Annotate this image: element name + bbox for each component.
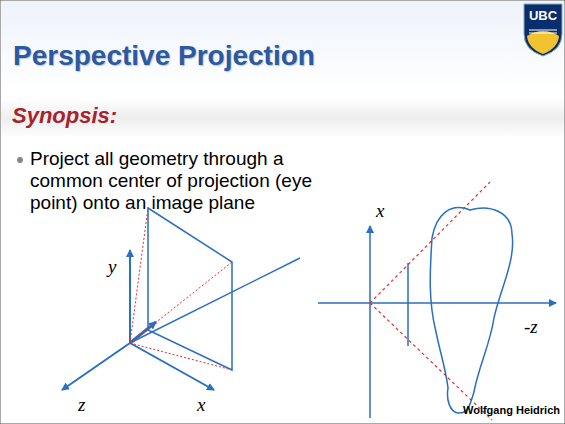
axis-label: -z: [524, 316, 538, 338]
axis-label: x: [197, 394, 205, 416]
subtitle: Synopsis:: [12, 103, 117, 128]
bullet-text: Project all geometry through a common ce…: [30, 148, 360, 214]
axis-label: x: [376, 200, 384, 222]
axis-label: z: [78, 394, 85, 416]
title-band: [1, 1, 564, 93]
perspective-2d-figure: [318, 182, 556, 420]
axis-label: y: [108, 256, 116, 278]
subtitle-band: [1, 98, 564, 138]
logo-waves: [529, 30, 557, 33]
slide-title: Perspective Projection: [13, 40, 315, 72]
perspective-3d-figure: [62, 208, 300, 390]
bullet-dot: [17, 157, 23, 163]
logo-shield: [524, 4, 562, 56]
logo-text: UBC: [526, 9, 560, 24]
logo-sun: [527, 31, 559, 54]
author-footer: Wolfgang Heidrich: [463, 404, 560, 417]
